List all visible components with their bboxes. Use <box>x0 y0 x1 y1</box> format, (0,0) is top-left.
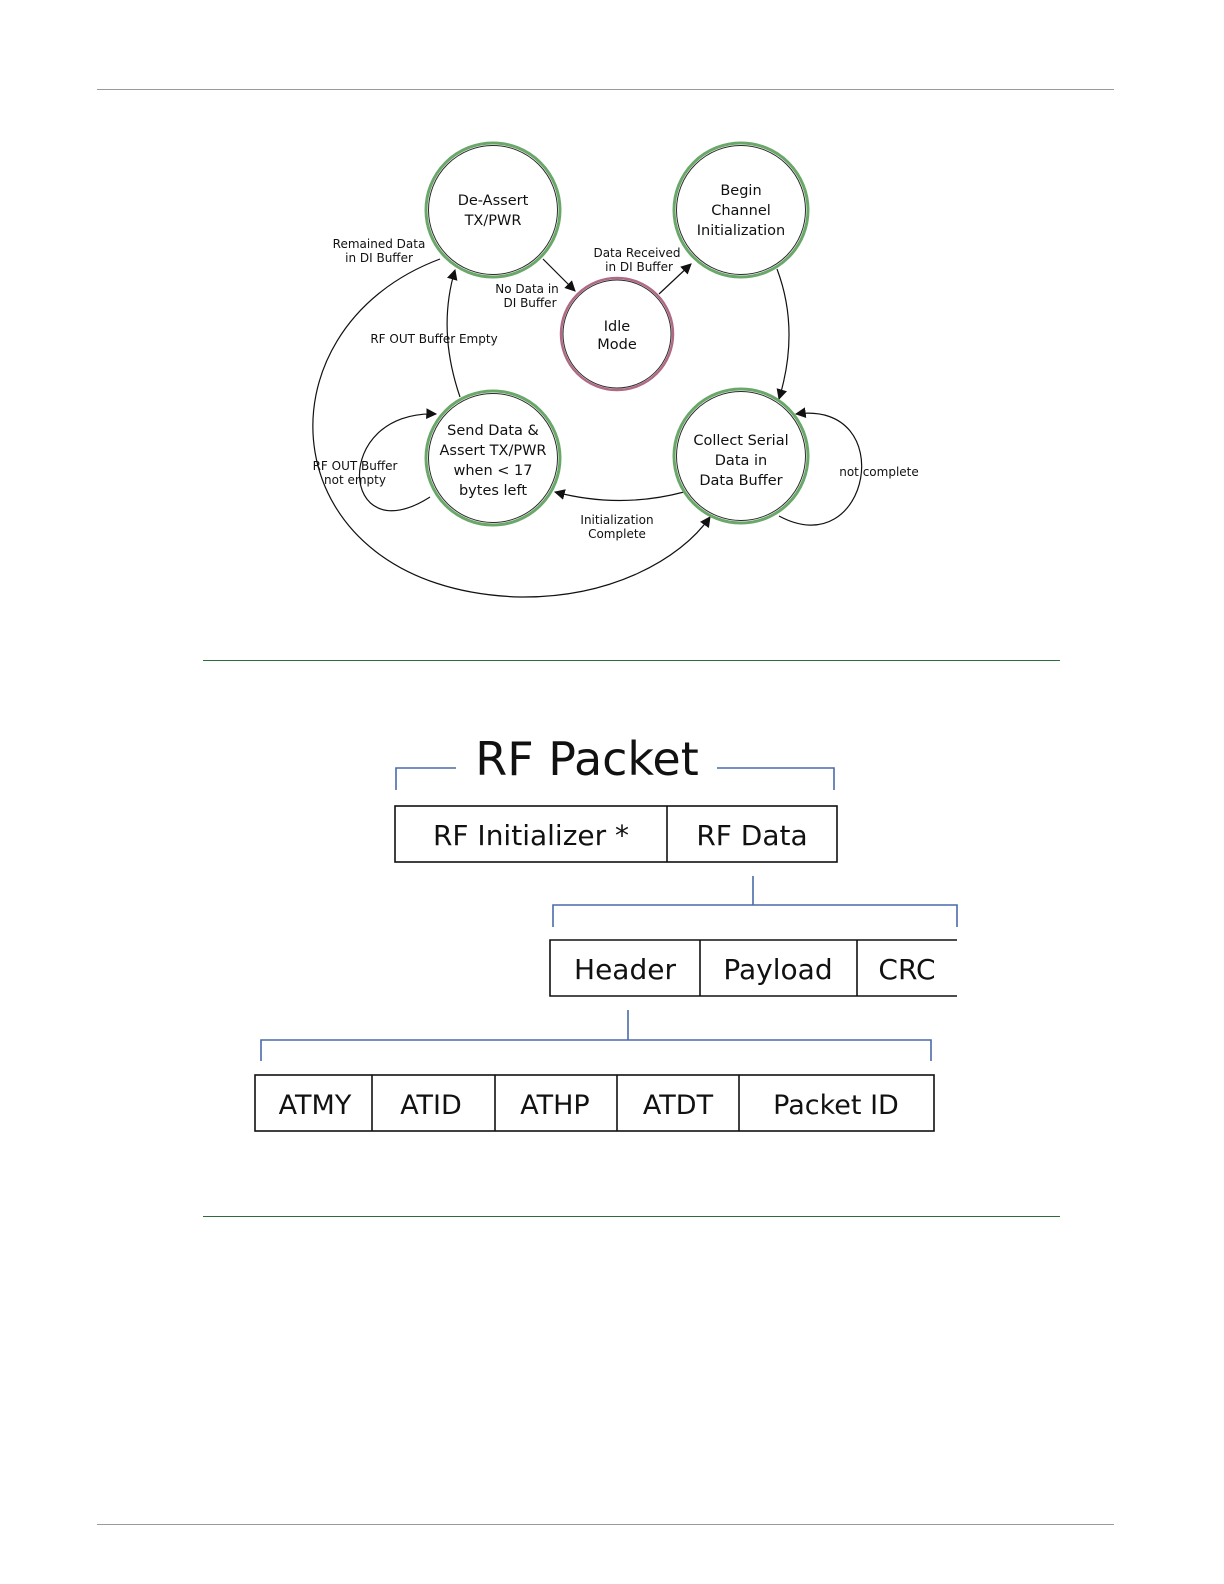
level2-box <box>549 939 957 997</box>
edge-collect-to-send <box>553 489 685 502</box>
bottom-rule <box>97 1524 1114 1525</box>
state-begin-line1: Begin <box>720 183 761 199</box>
state-send-line2: Assert TX/PWR <box>439 443 546 459</box>
label-not-complete: not complete <box>839 465 919 479</box>
state-collect: Collect Serial Data in Data Buffer <box>672 387 810 525</box>
state-deassert-line1: De-Assert <box>458 193 529 209</box>
state-idle-line1: Idle <box>604 319 631 335</box>
state-idle: Idle Mode <box>559 276 675 392</box>
state-send-line1: Send Data & <box>447 423 539 439</box>
state-collect-line3: Data Buffer <box>699 473 782 489</box>
state-begin: Begin Channel Initialization <box>672 141 810 279</box>
rf-packet-diagram: RF Packet RF Initializer * RF Data Heade… <box>254 732 958 1132</box>
cell-atdt: ATDT <box>643 1090 714 1121</box>
state-collect-line1: Collect Serial <box>693 433 788 449</box>
cell-header: Header <box>574 953 676 986</box>
state-begin-line3: Initialization <box>697 223 785 239</box>
top-rule <box>97 89 1114 90</box>
state-send: Send Data & Assert TX/PWR when < 17 byte… <box>424 389 562 527</box>
state-diagram: De-Assert TX/PWR Begin Channel Initializ… <box>312 141 919 598</box>
edge-begin-to-collect <box>776 268 790 401</box>
cell-rf-data: RF Data <box>696 819 807 852</box>
state-send-line3: when < 17 <box>454 463 533 479</box>
section-divider-2 <box>203 1216 1060 1217</box>
label-data-received-1: Data Received <box>593 246 680 260</box>
label-remained-data-1: Remained Data <box>333 237 426 251</box>
cell-athp: ATHP <box>520 1090 589 1121</box>
cell-packet-id: Packet ID <box>773 1090 899 1121</box>
cell-payload: Payload <box>723 953 832 986</box>
rf-packet-title: RF Packet <box>475 732 699 786</box>
cell-atid: ATID <box>400 1090 462 1121</box>
cell-rf-initializer: RF Initializer * <box>433 819 629 852</box>
header-bracket <box>260 1010 932 1061</box>
cell-crc: CRC <box>878 953 935 986</box>
label-no-data-2: DI Buffer <box>503 296 556 310</box>
rf-data-bracket <box>552 876 958 927</box>
level3-box <box>254 1074 935 1132</box>
state-send-line4: bytes left <box>459 483 527 499</box>
cell-atmy: ATMY <box>279 1090 352 1121</box>
edge-send-to-deassert <box>446 268 461 398</box>
label-rf-out-empty: RF OUT Buffer Empty <box>370 332 497 346</box>
edge-collect-self-loop <box>778 407 863 526</box>
state-collect-line2: Data in <box>715 453 767 469</box>
label-rf-out-not-empty-1: RF OUT Buffer <box>313 459 398 473</box>
label-init-complete-1: Initialization <box>580 513 653 527</box>
edge-deassert-to-collect <box>312 258 711 598</box>
state-deassert-line2: TX/PWR <box>464 213 522 229</box>
state-begin-line2: Channel <box>711 203 771 219</box>
label-rf-out-not-empty-2: not empty <box>324 473 386 487</box>
label-remained-data-2: in DI Buffer <box>345 251 413 265</box>
section-divider-1 <box>203 660 1060 661</box>
state-deassert: De-Assert TX/PWR <box>424 141 562 279</box>
level1-box <box>394 805 838 863</box>
state-idle-line2: Mode <box>597 337 637 353</box>
label-init-complete-2: Complete <box>588 527 646 541</box>
edge-idle-to-begin <box>658 263 692 295</box>
label-data-received-2: in DI Buffer <box>605 260 673 274</box>
label-no-data-1: No Data in <box>495 282 559 296</box>
edge-send-self-loop <box>359 408 438 512</box>
edge-deassert-to-idle <box>542 258 576 292</box>
title-bracket <box>395 767 835 790</box>
